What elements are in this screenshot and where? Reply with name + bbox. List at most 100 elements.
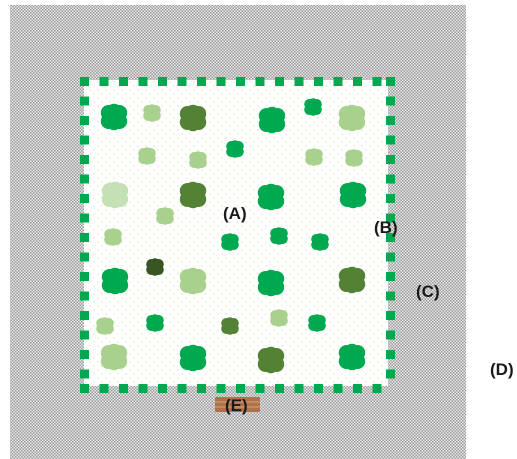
tree-icon xyxy=(104,228,122,246)
hedge-segment xyxy=(386,291,395,301)
tree-icon xyxy=(146,314,164,332)
hedge-segment xyxy=(386,213,395,223)
hedge-segment xyxy=(119,384,128,393)
hedge-segment xyxy=(236,384,245,393)
tree-icon xyxy=(146,258,164,276)
tree-icon xyxy=(226,140,244,158)
hedge-segment xyxy=(386,272,395,281)
hedge-segment xyxy=(333,384,343,393)
hedge-segment xyxy=(80,350,89,359)
tree-icon xyxy=(305,148,323,166)
hedge-segment xyxy=(80,174,89,184)
tree-icon xyxy=(345,149,363,167)
hedge-segment xyxy=(386,350,395,359)
label-a: (A) xyxy=(223,204,247,223)
hedge-segment xyxy=(80,155,89,164)
hedge-segment xyxy=(80,233,89,242)
tree-icon xyxy=(179,267,207,295)
tree-icon xyxy=(270,227,288,245)
hedge-segment xyxy=(80,384,89,393)
hedge-segment xyxy=(80,330,89,340)
hedge-segment xyxy=(158,77,167,86)
hedge-segment xyxy=(80,116,89,125)
hedge-segment xyxy=(255,77,265,86)
tree-icon xyxy=(179,104,207,132)
hedge-segment xyxy=(386,116,395,125)
hedge-segment xyxy=(372,77,382,86)
tree-icon xyxy=(304,98,322,116)
tree-icon xyxy=(257,183,285,211)
hedge-segment xyxy=(138,384,148,393)
hedge-segment xyxy=(197,384,206,393)
tree-icon xyxy=(138,147,156,165)
tree-icon xyxy=(101,181,129,209)
label-c: (C) xyxy=(416,282,440,301)
tree-icon xyxy=(221,317,239,335)
hedge-segment xyxy=(294,384,304,393)
hedge-segment xyxy=(177,77,187,86)
hedge-segment xyxy=(80,311,89,320)
hedge-segment xyxy=(177,384,187,393)
gate-icon xyxy=(215,397,260,412)
enclosure-interior xyxy=(84,80,388,386)
tree-icon xyxy=(338,343,366,371)
tree-icon xyxy=(189,151,207,169)
hedge-segment xyxy=(353,384,362,393)
tree-icon xyxy=(96,317,114,335)
hedge-segment xyxy=(80,291,89,301)
hedge-segment xyxy=(80,213,89,223)
hedge-segment xyxy=(386,233,395,242)
tree-icon xyxy=(311,233,329,251)
tree-icon xyxy=(100,343,128,371)
tree-icon xyxy=(101,267,129,295)
hedge-segment xyxy=(372,384,382,393)
hedge-segment xyxy=(158,384,167,393)
tree-icon xyxy=(258,106,286,134)
hedge-segment xyxy=(386,155,395,164)
hedge-segment xyxy=(138,77,148,86)
hedge-segment xyxy=(216,77,226,86)
hedge-segment xyxy=(386,194,395,203)
tree-icon xyxy=(179,181,207,209)
hedge-segment xyxy=(275,384,284,393)
hedge-border xyxy=(80,77,395,393)
hedge-segment xyxy=(386,174,395,184)
hedge-segment xyxy=(99,77,109,86)
hedge-segment xyxy=(386,96,395,106)
hedge-segment xyxy=(119,77,128,86)
hedge-segment xyxy=(236,77,245,86)
hedge-segment xyxy=(386,135,395,145)
hedge-segment xyxy=(314,384,323,393)
hedge-segment xyxy=(216,384,226,393)
hedge-segment xyxy=(314,77,323,86)
hedge-segment xyxy=(333,77,343,86)
label-d: (D) xyxy=(490,360,514,379)
hedge-segment xyxy=(80,77,89,86)
hedge-segment xyxy=(197,77,206,86)
label-b: (B) xyxy=(374,218,398,237)
label-e: (E) xyxy=(225,396,248,415)
hedge-segment xyxy=(99,384,109,393)
hedge-segment xyxy=(255,384,265,393)
hedge-segment xyxy=(80,194,89,203)
hedge-segment xyxy=(294,77,304,86)
tree-icon xyxy=(339,181,367,209)
tree-icon xyxy=(270,309,288,327)
tree-icon xyxy=(308,314,326,332)
hedge-segment xyxy=(386,369,395,379)
hedge-segment xyxy=(386,330,395,340)
hedge-segment xyxy=(353,77,362,86)
hedge-segment xyxy=(386,311,395,320)
tree-icon xyxy=(338,104,366,132)
hedge-segment xyxy=(80,96,89,106)
hedge-segment xyxy=(80,252,89,262)
hedge-segment xyxy=(80,135,89,145)
hedge-segment xyxy=(80,369,89,379)
tree-icon xyxy=(257,346,285,374)
hedge-segment xyxy=(80,272,89,281)
hedge-segment xyxy=(386,252,395,262)
tree-icon xyxy=(257,269,285,297)
tree-icon xyxy=(143,104,161,122)
